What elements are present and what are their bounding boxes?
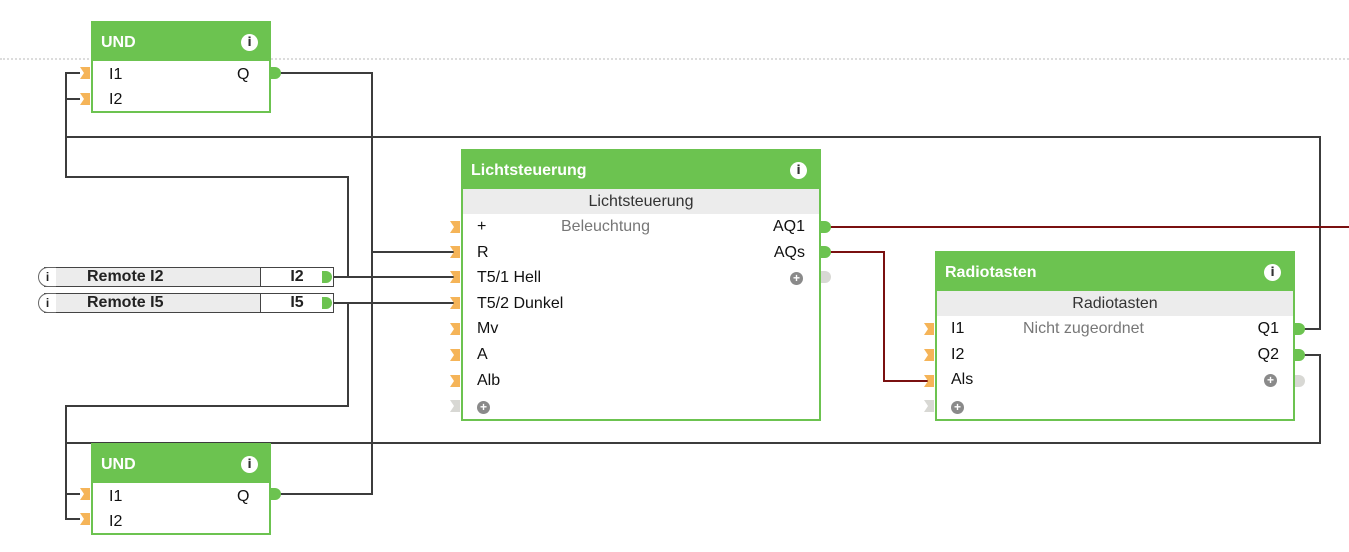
block-header: Lichtsteuerung bbox=[463, 151, 819, 189]
input-label: Alb bbox=[477, 372, 501, 389]
output-port[interactable] bbox=[1295, 349, 1305, 361]
input-label: T5/1 Hell bbox=[477, 269, 542, 286]
input-label: I1 bbox=[109, 488, 123, 505]
output-label: AQs bbox=[773, 244, 805, 261]
input-label: Mv bbox=[477, 320, 499, 337]
input-port[interactable] bbox=[450, 271, 460, 283]
output-label: AQ1 bbox=[772, 218, 805, 235]
input-port-empty[interactable] bbox=[924, 400, 934, 412]
input-port[interactable] bbox=[80, 67, 90, 79]
und-block-bottom[interactable]: UND i I1 I2 Q bbox=[91, 443, 271, 535]
block-header: UND bbox=[93, 445, 269, 483]
output-port-empty[interactable] bbox=[821, 271, 831, 283]
input-port[interactable] bbox=[80, 93, 90, 105]
output-port[interactable] bbox=[271, 67, 281, 79]
input-label: Als bbox=[951, 371, 974, 388]
input-port[interactable] bbox=[450, 323, 460, 335]
input-port[interactable] bbox=[924, 375, 934, 387]
input-label: + bbox=[477, 218, 487, 235]
output-port[interactable] bbox=[322, 271, 332, 283]
output-label: Q1 bbox=[1257, 320, 1279, 337]
input-label: I2 bbox=[951, 346, 965, 363]
remote-input-i5[interactable]: i Remote I5 I5 bbox=[38, 293, 334, 313]
input-label: T5/2 Dunkel bbox=[477, 295, 564, 312]
input-port[interactable] bbox=[450, 221, 460, 233]
remote-input-i2[interactable]: i Remote I2 I2 bbox=[38, 267, 334, 287]
wire-remote-i2-und bbox=[65, 137, 349, 277]
block-title: Radiotasten bbox=[945, 264, 1037, 281]
input-port[interactable] bbox=[924, 349, 934, 361]
output-label: Q2 bbox=[1257, 346, 1279, 363]
remote-port: I5 bbox=[260, 294, 333, 312]
wire-und-bottom-q bbox=[280, 252, 373, 495]
input-label: A bbox=[477, 346, 488, 363]
input-port-empty[interactable] bbox=[450, 400, 460, 412]
output-port[interactable] bbox=[322, 297, 332, 309]
input-port[interactable] bbox=[924, 323, 934, 335]
output-label: Q bbox=[237, 66, 250, 83]
info-icon[interactable]: i bbox=[38, 267, 56, 287]
info-icon[interactable]: i bbox=[38, 293, 56, 313]
output-label: Q bbox=[237, 488, 250, 505]
add-input-icon[interactable]: + bbox=[951, 401, 964, 414]
lichtsteuerung-block[interactable]: Lichtsteuerung i Lichtsteuerung Beleucht… bbox=[461, 149, 821, 421]
add-output-icon[interactable]: + bbox=[1264, 374, 1277, 387]
input-port[interactable] bbox=[450, 349, 460, 361]
input-label: I1 bbox=[951, 320, 965, 337]
input-port[interactable] bbox=[450, 297, 460, 309]
info-icon[interactable]: i bbox=[241, 456, 258, 473]
info-icon[interactable]: i bbox=[1264, 264, 1281, 281]
remote-name: Remote I2 bbox=[87, 268, 164, 285]
input-label: I2 bbox=[109, 513, 123, 530]
output-port[interactable] bbox=[821, 246, 831, 258]
info-icon[interactable]: i bbox=[241, 34, 258, 51]
assignment-label: Beleuchtung bbox=[561, 218, 650, 235]
input-port[interactable] bbox=[450, 246, 460, 258]
input-label: R bbox=[477, 244, 489, 261]
input-label: I1 bbox=[109, 66, 123, 83]
info-icon[interactable]: i bbox=[790, 162, 807, 179]
block-subtitle: Lichtsteuerung bbox=[463, 189, 819, 214]
page-boundary-line bbox=[0, 58, 1349, 60]
output-port[interactable] bbox=[271, 488, 281, 500]
block-title: Lichtsteuerung bbox=[471, 162, 587, 179]
remote-name: Remote I5 bbox=[87, 294, 164, 311]
input-port[interactable] bbox=[80, 488, 90, 500]
und-block-top[interactable]: UND i I1 I2 Q bbox=[91, 21, 271, 113]
block-title: UND bbox=[101, 34, 136, 51]
block-header: Radiotasten bbox=[937, 253, 1293, 291]
output-port[interactable] bbox=[1295, 323, 1305, 335]
output-port-empty[interactable] bbox=[1295, 375, 1305, 387]
add-input-icon[interactable]: + bbox=[477, 401, 490, 414]
output-port[interactable] bbox=[821, 221, 831, 233]
wire-aqs-als bbox=[828, 251, 932, 382]
wire-und-top-q bbox=[280, 72, 460, 253]
remote-port: I2 bbox=[260, 268, 333, 286]
assignment-label: Nicht zugeordnet bbox=[1023, 320, 1144, 337]
input-port[interactable] bbox=[450, 375, 460, 387]
block-header: UND bbox=[93, 23, 269, 61]
input-label: I2 bbox=[109, 91, 123, 108]
input-port[interactable] bbox=[80, 513, 90, 525]
block-title: UND bbox=[101, 456, 136, 473]
block-subtitle: Radiotasten bbox=[937, 291, 1293, 316]
radiotasten-block[interactable]: Radiotasten i Radiotasten Nicht zugeordn… bbox=[935, 251, 1295, 421]
add-output-icon[interactable]: + bbox=[790, 272, 803, 285]
